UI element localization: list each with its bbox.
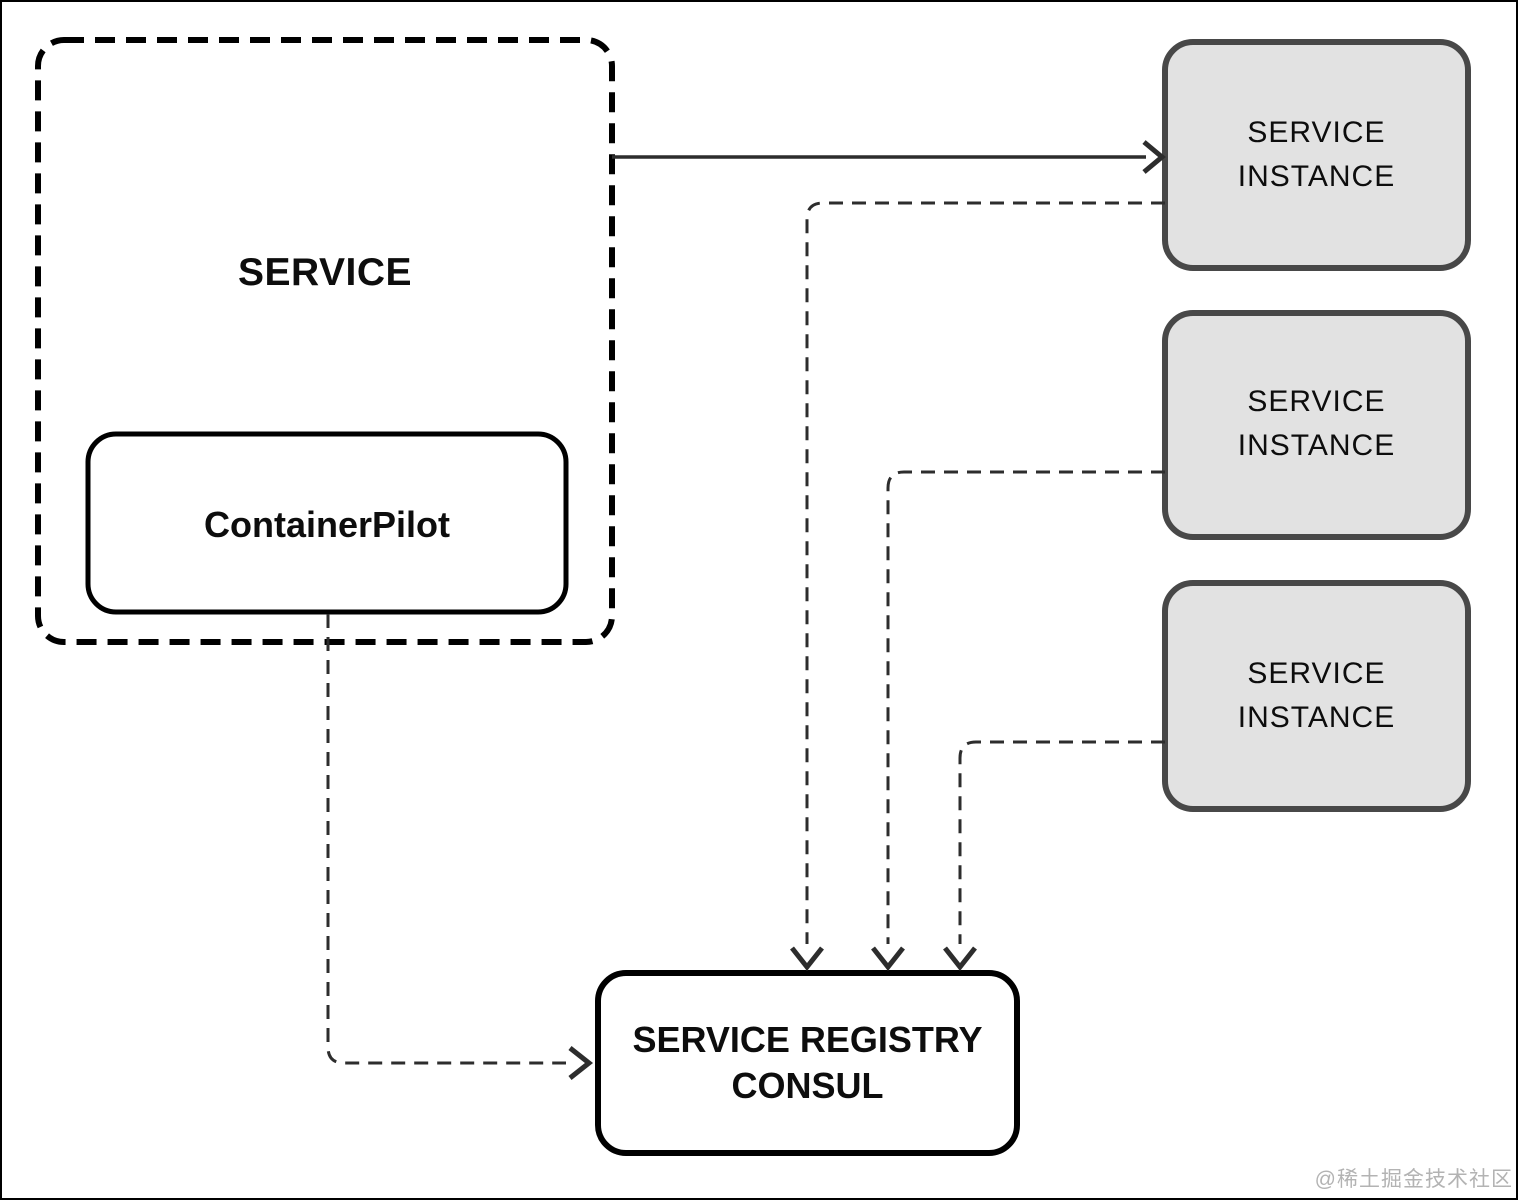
arrow-instance3-to-registry: [943, 740, 1165, 972]
service-instance-box-1: [1162, 39, 1471, 271]
arrow-instance1-to-registry: [790, 201, 1165, 972]
service-registry-box: [595, 970, 1020, 1156]
service-registry-label: SERVICE REGISTRY CONSUL: [632, 1019, 983, 1106]
service-instance-box-2: [1162, 310, 1471, 540]
service-group-box: [35, 37, 615, 645]
container-pilot-label: ContainerPilot: [203, 504, 450, 545]
arrow-containerpilot-to-registry: [326, 614, 594, 1080]
watermark-text: @稀土掘金技术社区: [1314, 1168, 1513, 1191]
service-group-label: SERVICE: [237, 251, 412, 294]
arrow-service-to-instance1: [612, 140, 1166, 174]
arrow-instance2-to-registry: [871, 470, 1165, 972]
service-instance-label-3: SERVICE INSTANCE: [1237, 657, 1396, 734]
container-pilot-box: [85, 431, 569, 615]
service-instance-box-3: [1162, 580, 1471, 812]
service-instance-label-2: SERVICE INSTANCE: [1237, 385, 1396, 462]
service-instance-label-1: SERVICE INSTANCE: [1237, 116, 1396, 193]
